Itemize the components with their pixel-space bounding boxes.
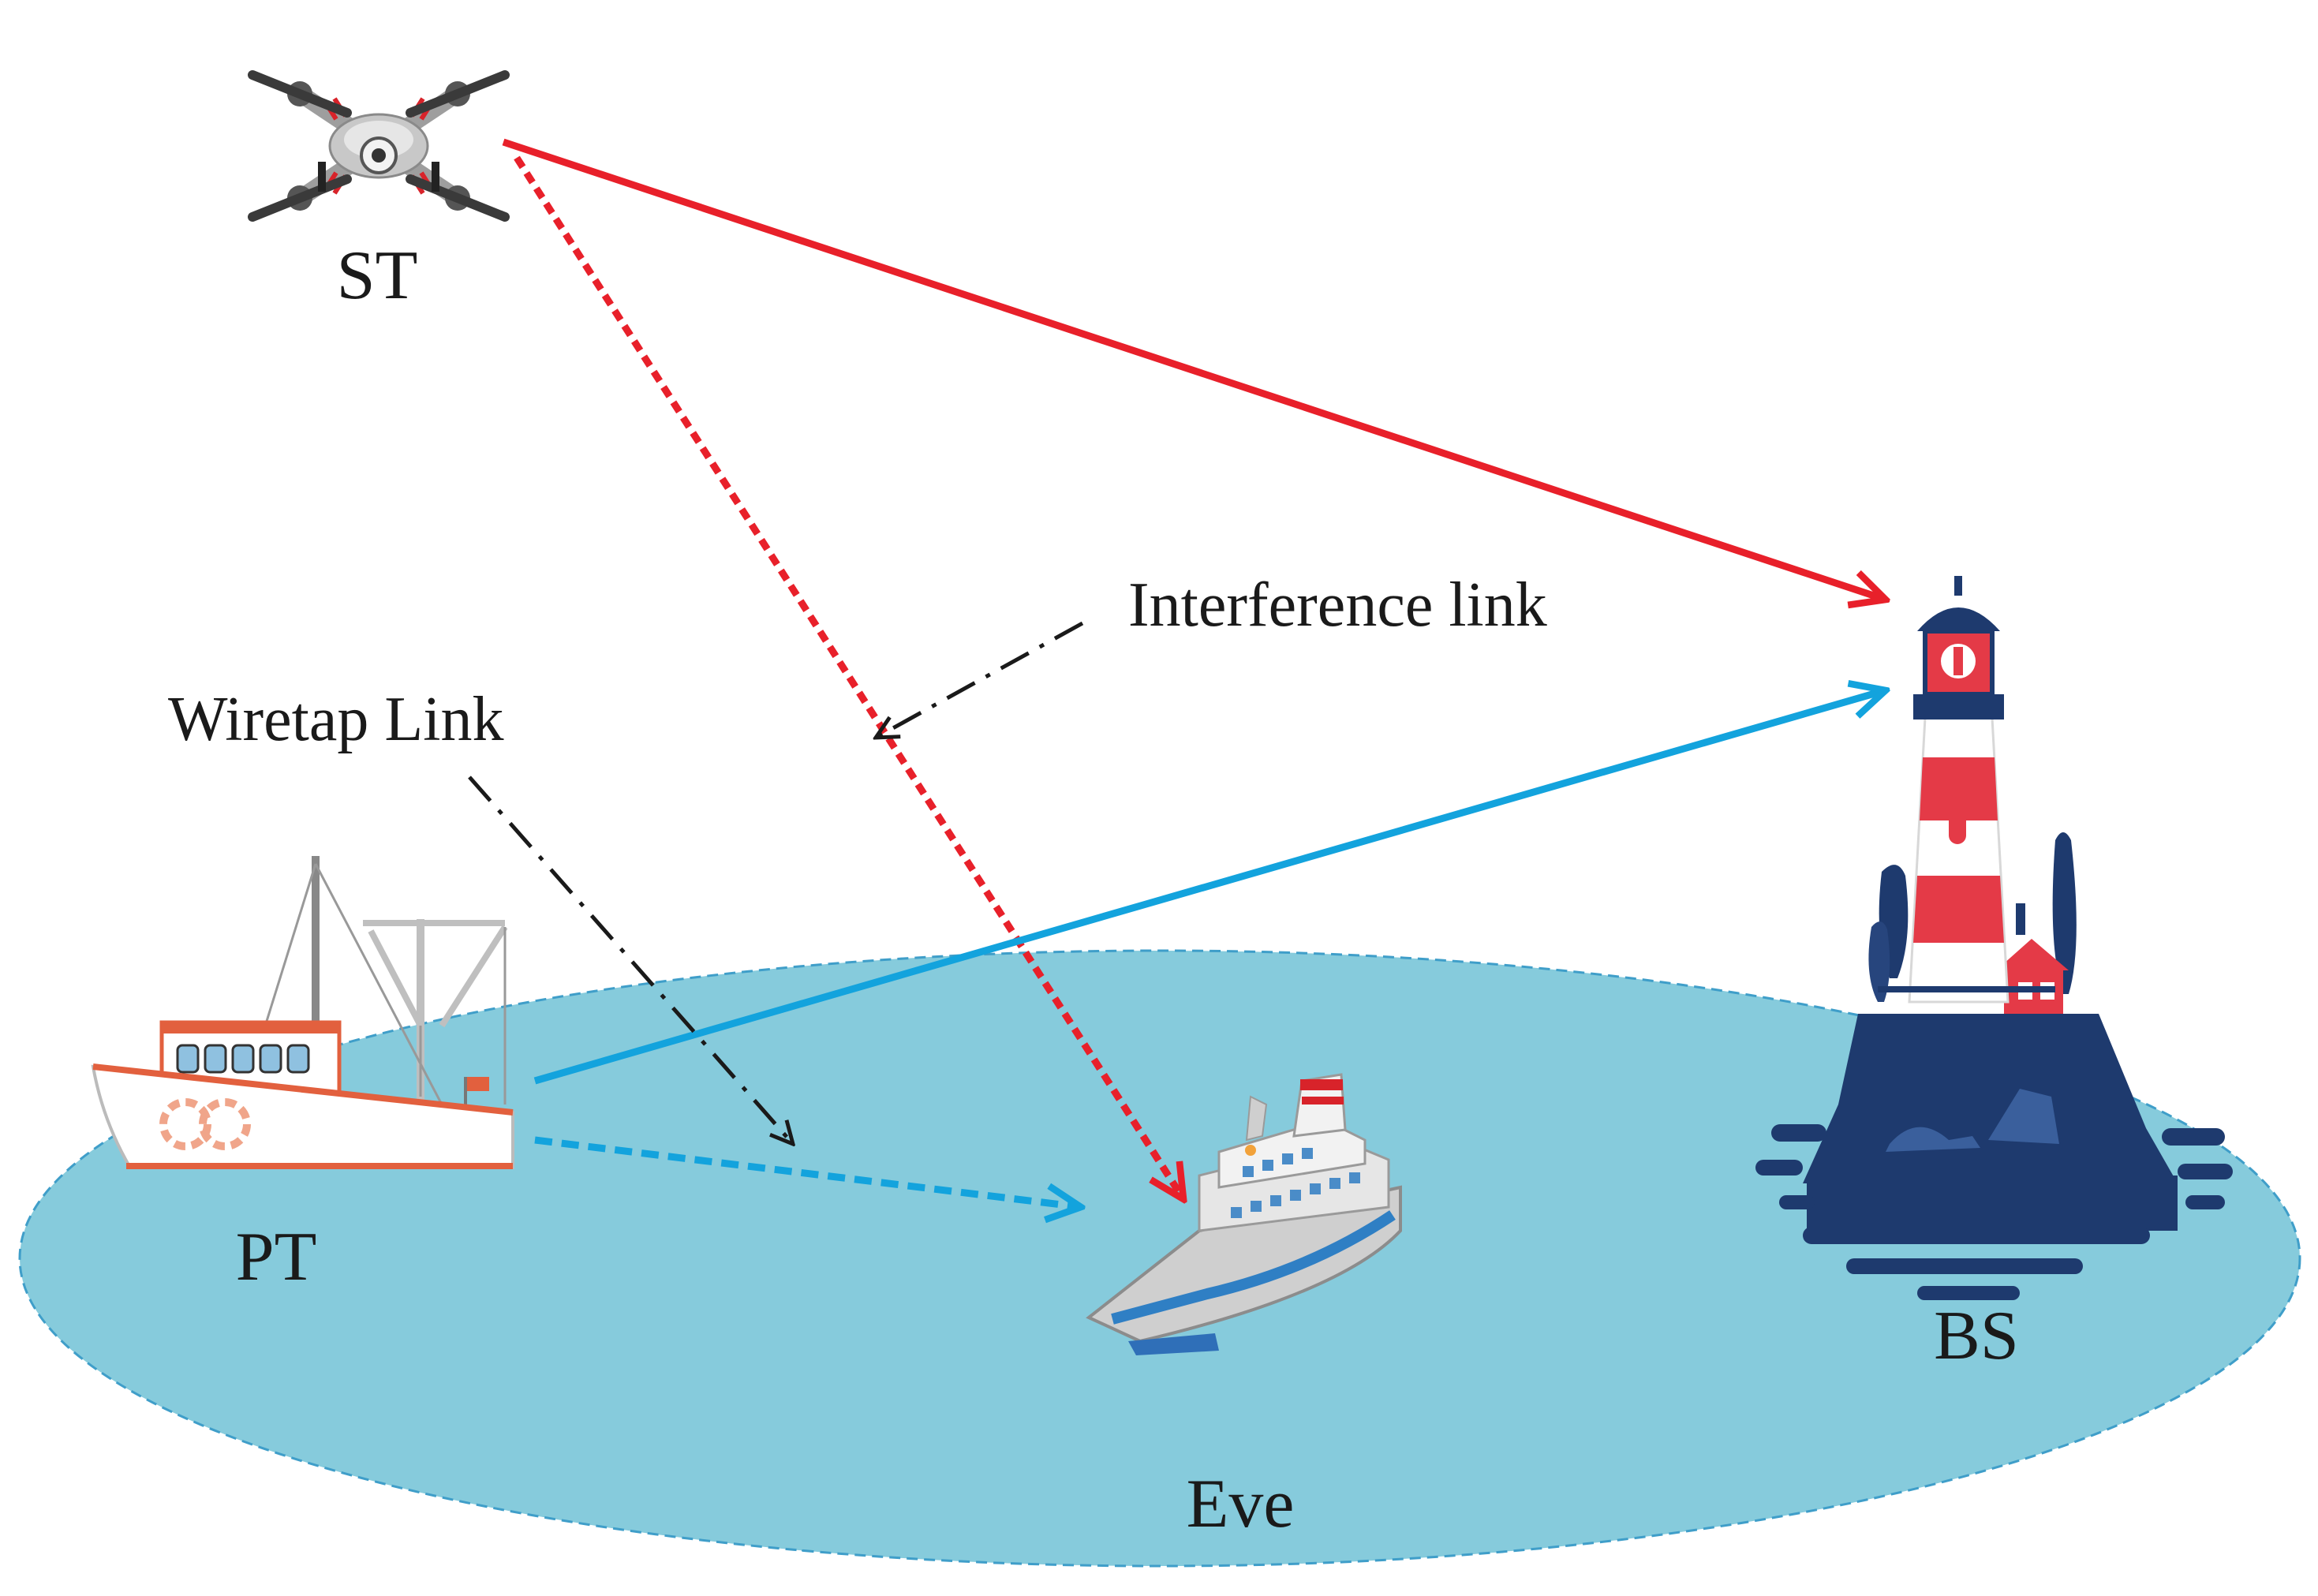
st-label: ST [337, 237, 418, 314]
cruise-ship-icon [1086, 1073, 1402, 1355]
interference-link-label: Interference link [1128, 570, 1547, 640]
interference-annotation-arrow [876, 621, 1084, 738]
fishing-boat-icon [91, 856, 514, 1169]
wiretap-annotation-arrow [468, 776, 793, 1144]
wiretap-link-label: Wiretap Link [168, 685, 504, 754]
st-to-bs-link [502, 138, 1886, 600]
sea-area [18, 949, 2301, 1568]
pt-to-bs-link [533, 690, 1886, 1085]
drone-icon [248, 70, 510, 222]
pt-label: PT [236, 1219, 317, 1295]
pt-to-eve-wiretap-link [534, 1136, 1081, 1207]
lighthouse-icon [1755, 576, 2233, 1300]
bs-label: BS [1934, 1298, 2019, 1374]
st-to-eve-interference-link [514, 155, 1183, 1199]
eve-label: Eve [1187, 1466, 1295, 1542]
